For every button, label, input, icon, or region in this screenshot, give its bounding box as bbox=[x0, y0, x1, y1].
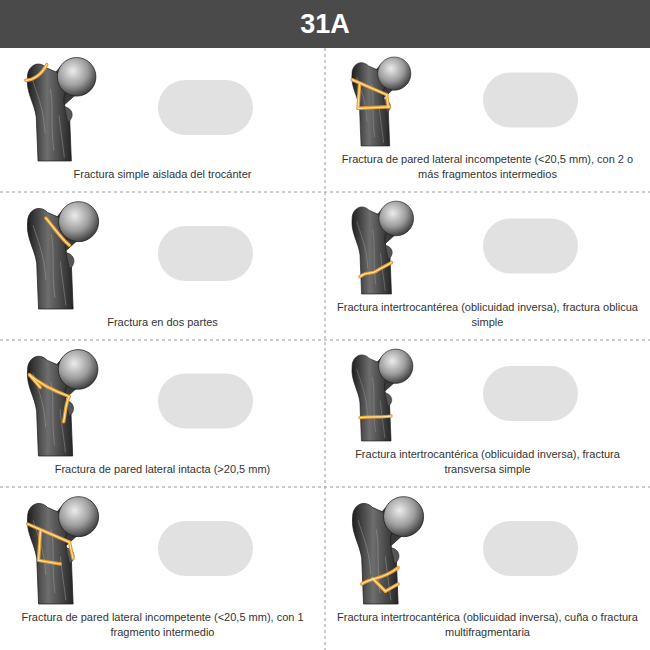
row-divider bbox=[0, 487, 650, 488]
fracture-caption: Fractura simple aislada del trocánter bbox=[8, 167, 317, 182]
fracture-highlight bbox=[358, 107, 390, 109]
fracture-highlight bbox=[373, 579, 386, 592]
femur-bone bbox=[27, 58, 96, 161]
grid-lines bbox=[0, 48, 650, 650]
fracture-caption: Fractura de pared lateral incompetente (… bbox=[8, 610, 317, 640]
femur-illustration bbox=[27, 497, 98, 604]
femur-bone bbox=[352, 349, 413, 441]
fracture-highlight bbox=[28, 524, 70, 542]
fracture-line bbox=[39, 560, 61, 564]
fracture-line bbox=[358, 107, 390, 109]
fracture-caption: Fractura intertrocantérica (oblicuidad i… bbox=[333, 610, 642, 640]
femur-bone bbox=[27, 350, 98, 456]
femur-bone bbox=[27, 202, 98, 309]
femur-bone bbox=[27, 497, 98, 604]
answer-pill bbox=[483, 219, 578, 274]
column-divider bbox=[325, 48, 326, 650]
fracture-line bbox=[28, 524, 70, 542]
answer-pill bbox=[158, 80, 253, 135]
cell bbox=[352, 349, 578, 441]
cell bbox=[352, 57, 578, 146]
fracture-highlight bbox=[387, 95, 389, 107]
fracture-line bbox=[352, 80, 387, 95]
fracture-line bbox=[46, 218, 70, 245]
fracture-highlight bbox=[64, 396, 69, 421]
fracture-highlight bbox=[29, 375, 69, 397]
fracture-line bbox=[360, 416, 391, 418]
fracture-highlight bbox=[352, 80, 387, 95]
fracture-highlight bbox=[46, 218, 70, 245]
fracture-line bbox=[69, 542, 73, 558]
fracture-line bbox=[26, 65, 47, 81]
cell-illustrations bbox=[26, 57, 578, 604]
answer-pill bbox=[483, 366, 578, 421]
fracture-highlight bbox=[360, 416, 391, 418]
fracture-line bbox=[387, 95, 389, 107]
fracture-highlight bbox=[385, 584, 398, 591]
femur-illustration bbox=[27, 202, 98, 309]
fracture-highlight bbox=[360, 263, 391, 277]
cell bbox=[352, 201, 578, 294]
fracture-line bbox=[39, 531, 41, 560]
femur-illustration bbox=[352, 201, 414, 294]
answer-pill bbox=[483, 73, 578, 128]
cell bbox=[26, 58, 253, 161]
cell bbox=[27, 497, 253, 604]
answer-pill bbox=[483, 521, 578, 576]
answer-pill bbox=[158, 226, 253, 281]
fracture-line bbox=[373, 579, 386, 592]
fracture-line bbox=[64, 396, 69, 421]
femur-bone bbox=[352, 497, 423, 604]
fracture-line bbox=[362, 568, 398, 584]
fracture-highlight bbox=[29, 375, 40, 388]
fracture-highlight bbox=[362, 568, 398, 584]
fracture-caption: Fractura intertrocantérea (oblicuidad in… bbox=[333, 300, 642, 330]
fracture-highlight bbox=[69, 542, 73, 558]
row-divider bbox=[0, 192, 650, 193]
header-bar: 31A bbox=[0, 0, 650, 48]
fracture-highlight bbox=[39, 531, 41, 560]
fracture-caption: Fractura de pared lateral intacta (>20,5… bbox=[8, 462, 317, 477]
femur-illustration bbox=[26, 58, 96, 161]
fracture-line bbox=[358, 84, 360, 108]
row-divider bbox=[0, 340, 650, 341]
femur-illustration bbox=[352, 497, 423, 604]
cell bbox=[27, 202, 253, 309]
fracture-caption: Fractura de pared lateral incompetente (… bbox=[333, 152, 642, 182]
fracture-line bbox=[360, 263, 391, 277]
fracture-caption: Fractura en dos partes bbox=[8, 315, 317, 330]
cell bbox=[27, 350, 253, 456]
answer-pill bbox=[158, 521, 253, 576]
fracture-highlight bbox=[26, 65, 47, 81]
cell bbox=[352, 497, 578, 604]
femur-bone bbox=[352, 57, 411, 146]
answer-pill bbox=[158, 374, 253, 429]
fracture-caption: Fractura intertrocantérica (oblicuidad i… bbox=[333, 447, 642, 477]
femur-illustration bbox=[352, 349, 413, 441]
fracture-highlight bbox=[39, 560, 61, 564]
femur-illustration bbox=[27, 350, 98, 456]
fracture-line bbox=[385, 584, 398, 591]
title: 31A bbox=[300, 9, 350, 40]
fracture-line bbox=[29, 375, 69, 397]
femur-illustration bbox=[352, 57, 411, 146]
fracture-highlight bbox=[358, 84, 360, 108]
femur-bone bbox=[352, 201, 414, 294]
